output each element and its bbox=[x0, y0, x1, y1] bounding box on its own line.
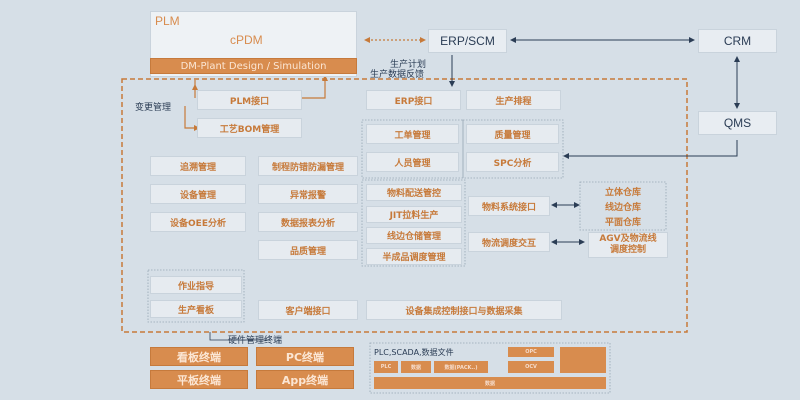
flat-warehouse: 平面仓库 bbox=[604, 217, 641, 228]
error-proofing-management: 制程防错防漏管理 bbox=[258, 156, 358, 176]
app-terminal: App终端 bbox=[256, 370, 354, 389]
plc-data-box: PLC bbox=[374, 361, 398, 373]
plant-design-simulation-bar: DM-Plant Design / Simulation bbox=[150, 58, 357, 74]
crm-box: CRM bbox=[698, 29, 777, 53]
cpdm-label: cPDM bbox=[230, 33, 263, 47]
line-side-warehouse: 线边仓库 bbox=[604, 202, 641, 213]
jit-pull-production: JIT拉料生产 bbox=[366, 206, 462, 223]
client-interface: 客户端接口 bbox=[258, 300, 358, 320]
equipment-oee-analysis: 设备OEE分析 bbox=[150, 212, 246, 232]
pack-data-box: 数据(PACK..) bbox=[434, 361, 488, 373]
work-order-management: 工单管理 bbox=[366, 124, 459, 144]
agv-logistics-line: AGV及物流线 调度控制 bbox=[588, 232, 668, 258]
hardware-management-terminal-label: 硬件管理终端 bbox=[228, 336, 283, 346]
plm-title: PLM bbox=[155, 14, 180, 28]
opc-box: OPC bbox=[508, 347, 554, 357]
line-side-storage-management: 线边仓储管理 bbox=[366, 227, 462, 244]
bottom-data-bar: 数据 bbox=[374, 377, 606, 389]
quality-management: 质量管理 bbox=[466, 124, 559, 144]
device-integration-data-acquisition: 设备集成控制接口与数据采集 bbox=[366, 300, 562, 320]
personnel-management: 人员管理 bbox=[366, 152, 459, 172]
plm-interface: PLM接口 bbox=[197, 90, 302, 110]
production-feedback-label: 生产数据反馈 bbox=[370, 70, 425, 80]
qms-box: QMS bbox=[698, 111, 777, 135]
pc-terminal: PC终端 bbox=[256, 347, 354, 366]
exception-alarm: 异常报警 bbox=[258, 184, 358, 204]
stereo-warehouse: 立体仓库 bbox=[604, 187, 641, 198]
spc-analysis: SPC分析 bbox=[466, 152, 559, 172]
production-scheduling: 生产排程 bbox=[466, 90, 561, 110]
production-board: 生产看板 bbox=[150, 300, 242, 318]
material-system-interface: 物料系统接口 bbox=[468, 196, 550, 216]
traceability-management: 追溯管理 bbox=[150, 156, 246, 176]
work-instruction: 作业指导 bbox=[150, 276, 242, 294]
change-management-label: 变更管理 bbox=[135, 103, 172, 113]
quality-report-management: 品质管理 bbox=[258, 240, 358, 260]
equipment-management: 设备管理 bbox=[150, 184, 246, 204]
right-data-box bbox=[560, 347, 606, 373]
erp-scm-box: ERP/SCM bbox=[428, 29, 507, 53]
board-terminal: 看板终端 bbox=[150, 347, 248, 366]
material-delivery-control: 物料配送管控 bbox=[366, 184, 462, 201]
erp-interface: ERP接口 bbox=[366, 90, 461, 110]
production-plan-label: 生产计划 bbox=[390, 60, 427, 70]
semi-finished-scheduling: 半成品调度管理 bbox=[366, 248, 462, 265]
ocv-box: OCV bbox=[508, 361, 554, 373]
tablet-terminal: 平板终端 bbox=[150, 370, 248, 389]
data-report-analysis: 数据报表分析 bbox=[258, 212, 358, 232]
agv-line-2: 调度控制 bbox=[609, 245, 646, 255]
process-bom-management: 工艺BOM管理 bbox=[197, 118, 302, 138]
plc-scada-data-files-label: PLC,SCADA,数据文件 bbox=[374, 348, 454, 357]
data-box: 数据 bbox=[401, 361, 431, 373]
logistics-dispatch-interaction: 物流调度交互 bbox=[468, 232, 550, 252]
agv-line-1: AGV及物流线 bbox=[599, 234, 657, 244]
